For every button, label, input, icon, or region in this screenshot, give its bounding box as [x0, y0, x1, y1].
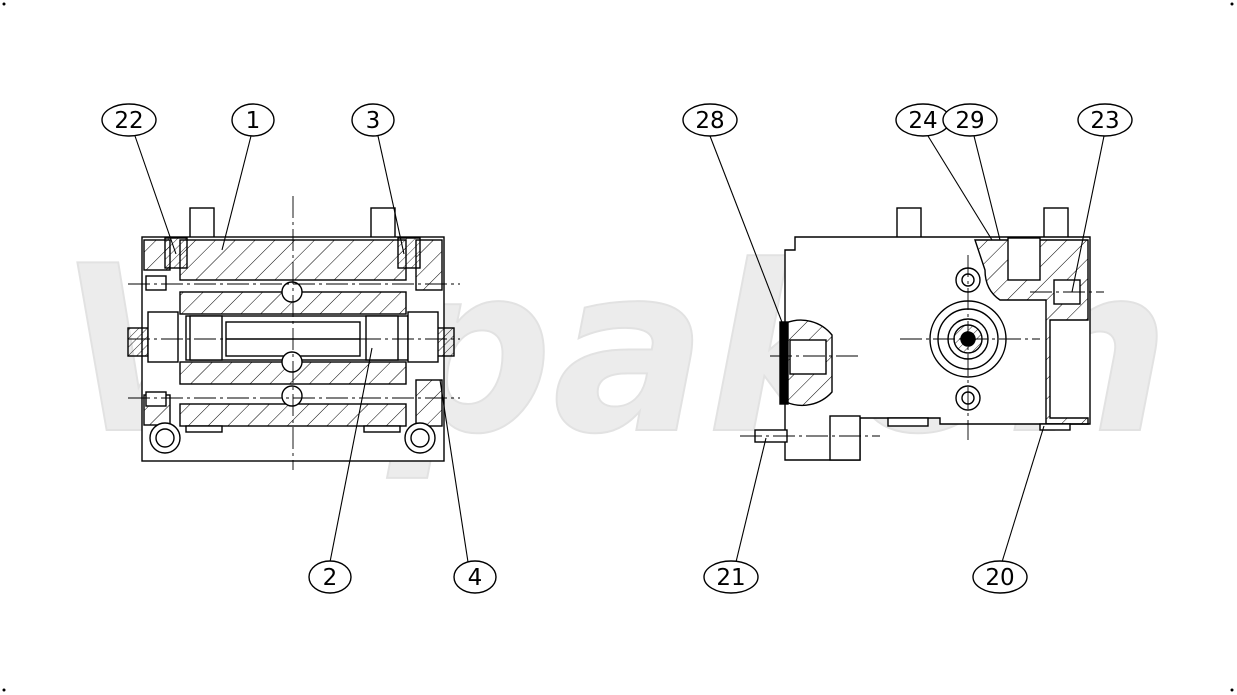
callout-label: 4 — [468, 565, 483, 591]
callout-label: 21 — [716, 565, 745, 591]
callout-4: 4 — [453, 560, 497, 594]
callout-2: 2 — [308, 560, 352, 594]
callout-label: 22 — [114, 108, 143, 134]
callout-label: 28 — [695, 108, 724, 134]
callout-23: 23 — [1077, 103, 1133, 137]
callout-label: 2 — [323, 565, 338, 591]
callout-20: 20 — [972, 560, 1028, 594]
callout-label: 20 — [985, 565, 1014, 591]
right-side-view — [740, 207, 1104, 461]
callout-21: 21 — [703, 560, 759, 594]
callout-29: 29 — [942, 103, 998, 137]
leader-lines — [134, 135, 1105, 563]
callout-label: 3 — [366, 108, 381, 134]
callout-28: 28 — [682, 103, 738, 137]
callout-label: 1 — [246, 108, 261, 134]
callout-label: 23 — [1090, 108, 1119, 134]
callout-3: 3 — [351, 103, 395, 137]
callout-label: 24 — [908, 108, 937, 134]
left-section-view — [127, 196, 460, 470]
callout-label: 29 — [955, 108, 984, 134]
callout-22: 22 — [101, 103, 157, 137]
callout-1: 1 — [231, 103, 275, 137]
callout-24: 24 — [895, 103, 951, 137]
